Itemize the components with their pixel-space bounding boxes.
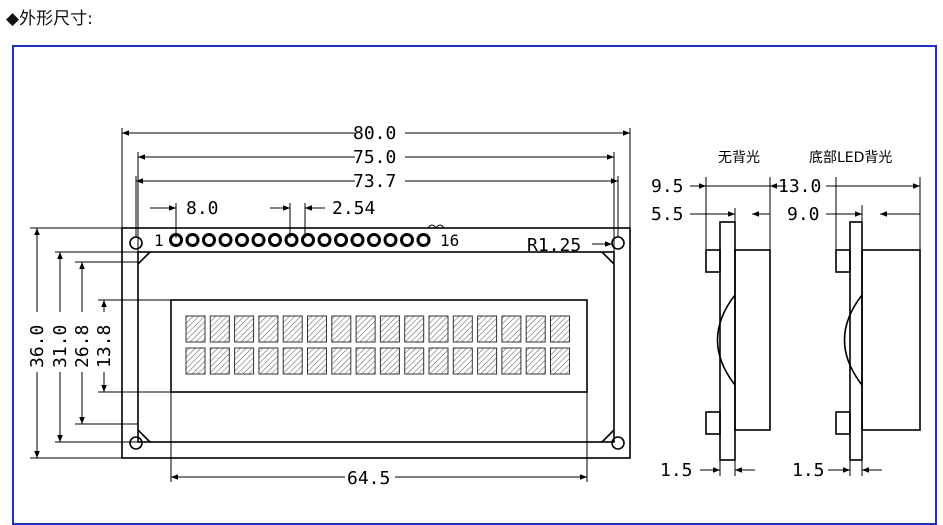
lcd-character-grid <box>185 315 570 375</box>
pin-4 <box>218 233 233 247</box>
lcd-cell <box>355 315 376 343</box>
viewing-area <box>170 299 588 393</box>
lcd-cell <box>477 315 498 343</box>
side-view-led-backlight <box>835 221 921 461</box>
dim-view-height: 13.8 <box>94 325 115 368</box>
lcd-body-side <box>734 249 771 431</box>
side-view-no-backlight <box>705 221 771 461</box>
lcd-cell <box>428 347 449 375</box>
lcd-cell <box>379 315 400 343</box>
lcd-cell <box>501 315 522 343</box>
pin-12 <box>350 233 365 247</box>
lcd-cell <box>550 347 570 375</box>
vertical-dimensions <box>30 227 171 459</box>
lcd-cell <box>550 315 570 343</box>
side-dim-body-led: 9.0 <box>787 204 820 225</box>
lcd-cell <box>501 347 522 375</box>
lcd-cell <box>209 347 230 375</box>
mount-hole-br <box>611 436 625 450</box>
lcd-cell <box>525 315 546 343</box>
side-dim-pcb-no-backlight: 1.5 <box>660 460 693 481</box>
break-mark <box>427 224 445 229</box>
bulge-side <box>716 294 736 386</box>
bulge-side-led <box>843 294 863 386</box>
lcd-cell <box>185 347 206 375</box>
pin-14 <box>383 233 398 247</box>
pin-header <box>169 233 431 247</box>
side-dims-led-backlight <box>826 177 921 476</box>
pin-7 <box>268 233 282 247</box>
side-dim-pcb-led: 1.5 <box>792 460 825 481</box>
pcb-side-led <box>849 221 863 461</box>
dimension-drawing: 1 16 80.0 75.0 73.7 8. <box>27 123 921 489</box>
lcd-cell <box>185 315 206 343</box>
lcd-cell <box>355 347 376 375</box>
dim-bezel-width: 75.0 <box>353 147 396 168</box>
pin-8 <box>284 233 299 247</box>
pin-2 <box>185 233 200 247</box>
lcd-cell <box>331 315 352 343</box>
lcd-cell <box>282 347 303 375</box>
lcd-cell <box>404 347 425 375</box>
dim-inner-height: 26.8 <box>72 325 93 368</box>
dim-hole-pitch: 73.7 <box>353 171 396 192</box>
lcd-cell <box>452 315 473 343</box>
side-dims-no-backlight <box>690 177 786 476</box>
lcd-cell <box>209 315 230 343</box>
lcd-cell <box>234 315 255 343</box>
dim-overall-width: 80.0 <box>353 123 396 144</box>
dim-bezel-height: 31.0 <box>50 325 71 368</box>
dim-pin-offset: 8.0 <box>186 198 219 219</box>
dim-view-width: 64.5 <box>347 468 390 489</box>
lcd-cell <box>452 347 473 375</box>
pcb-side <box>719 221 736 461</box>
pin-5 <box>235 233 249 247</box>
side-title-led-backlight: 底部LED背光 <box>809 150 892 166</box>
pin-3 <box>202 233 216 247</box>
lcd-cell <box>331 347 352 375</box>
side-dim-total-no-backlight: 9.5 <box>651 176 684 197</box>
side-dim-total-led: 13.0 <box>778 176 821 197</box>
pin-side-top <box>705 249 721 273</box>
mount-hole-bl <box>129 436 143 450</box>
lcd-cell <box>379 347 400 375</box>
lcd-cell <box>404 315 425 343</box>
lcd-cell <box>258 347 279 375</box>
pin-label-first: 1 <box>154 231 164 250</box>
side-title-no-backlight: 无背光 <box>718 150 760 166</box>
pin-11 <box>334 233 348 247</box>
lcd-cell <box>477 347 498 375</box>
side-dim-body-no-backlight: 5.5 <box>651 204 684 225</box>
pin-9 <box>301 233 315 247</box>
pin-16 <box>416 233 431 247</box>
lcd-cell <box>258 315 279 343</box>
mount-hole-tl <box>129 236 143 250</box>
lcd-cell <box>307 347 327 375</box>
dim-overall-height: 36.0 <box>27 325 48 368</box>
lcd-cell <box>234 347 255 375</box>
pin-label-last: 16 <box>440 231 459 250</box>
pin-side-top-led <box>835 249 851 273</box>
horizontal-dimensions <box>121 128 631 482</box>
bezel-outline <box>137 251 615 443</box>
pin-10 <box>317 233 332 247</box>
pin-13 <box>367 233 381 247</box>
dim-pin-pitch: 2.54 <box>332 198 375 219</box>
section-heading: ◆外形尺寸: <box>6 9 93 29</box>
lcd-cell <box>307 315 327 343</box>
lcd-cell <box>428 315 449 343</box>
pin-side-bottom-led <box>835 411 851 435</box>
pin-15 <box>400 233 414 247</box>
lcd-cell <box>525 347 546 375</box>
pin-6 <box>251 233 266 247</box>
lcd-body-side-led <box>861 249 921 431</box>
module-front-view <box>121 227 631 459</box>
dim-hole-radius: R1.25 <box>527 235 581 256</box>
pin-side-bottom <box>705 411 721 435</box>
pcb-outline <box>121 227 631 459</box>
lcd-cell <box>282 315 303 343</box>
